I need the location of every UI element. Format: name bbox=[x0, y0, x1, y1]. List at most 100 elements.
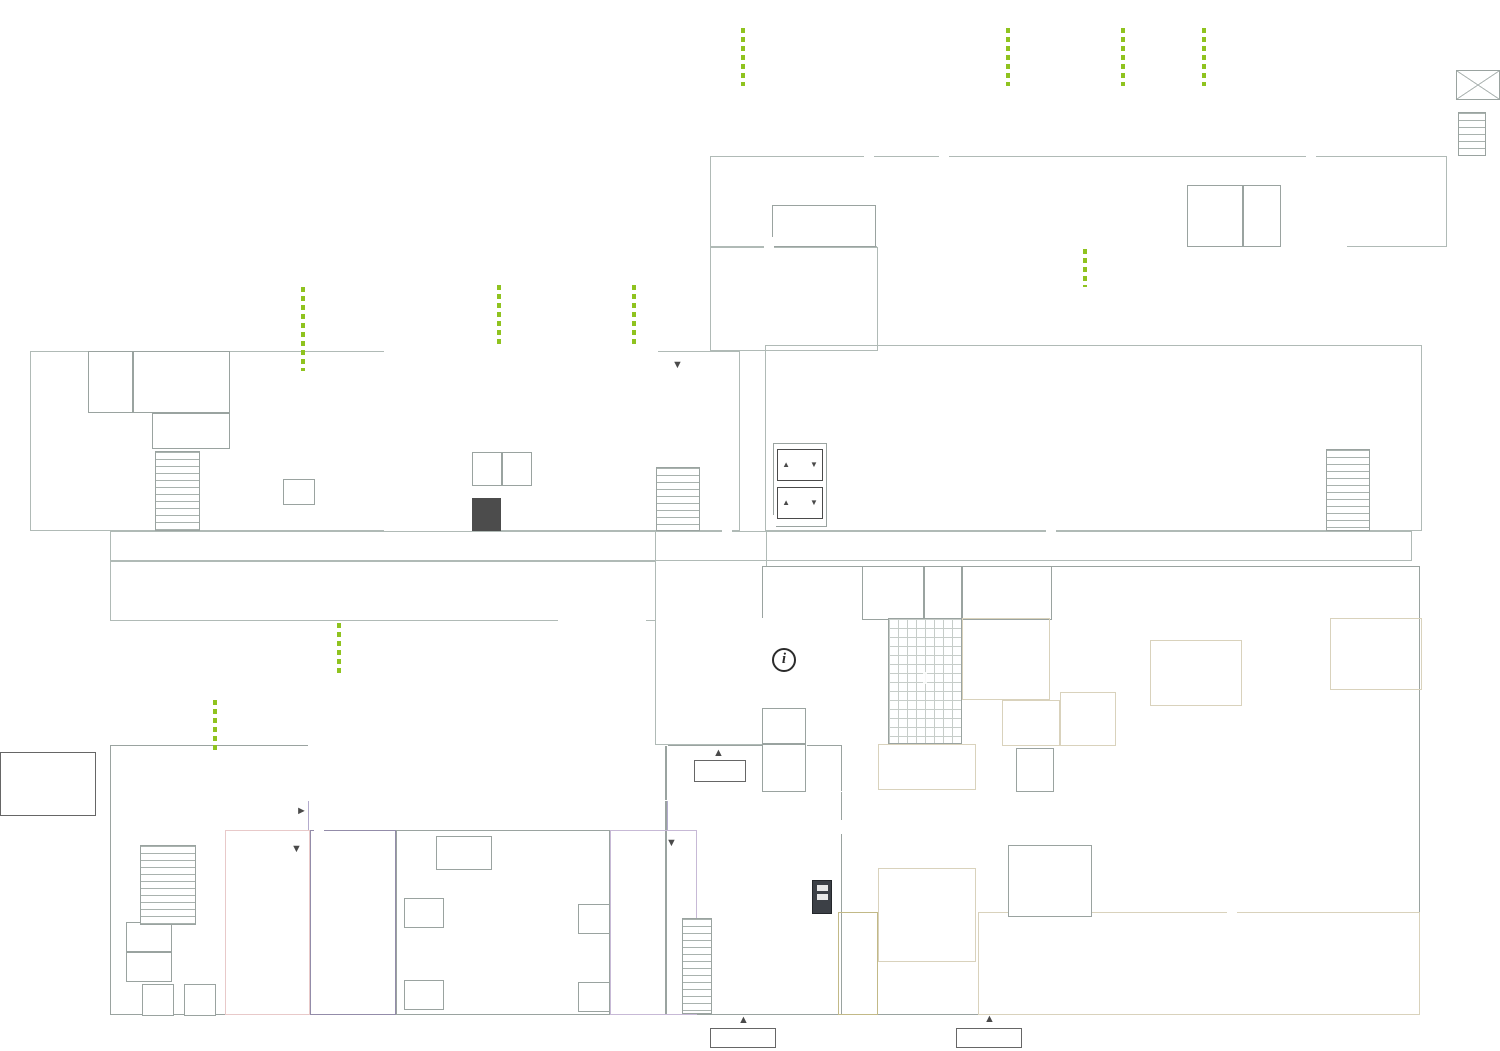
room-medical-affairs bbox=[806, 618, 888, 744]
tag-school-entrance bbox=[956, 1028, 1022, 1048]
room-khaki bbox=[838, 912, 878, 1015]
room-endoscopy bbox=[877, 185, 1149, 247]
women-restroom-icon bbox=[183, 422, 192, 440]
guest-room-3 bbox=[388, 745, 428, 801]
exit-icon bbox=[734, 986, 754, 1012]
callout-line-foyer bbox=[213, 700, 217, 752]
room-rehabilitation bbox=[720, 70, 982, 156]
person-icon bbox=[792, 458, 799, 473]
fire-extinguisher-icon bbox=[1227, 902, 1237, 916]
exit-icon bbox=[1390, 532, 1410, 558]
room-ct bbox=[1082, 70, 1174, 156]
fire-extinguisher-icon bbox=[314, 820, 324, 834]
floor-slab-east bbox=[765, 345, 1422, 531]
guest-room-7 bbox=[548, 745, 588, 801]
fire-extinguisher-icon bbox=[864, 152, 874, 166]
elevator-down-arrow: ▼ bbox=[810, 460, 818, 469]
arrow-down-icon: ▼ bbox=[291, 843, 302, 855]
person-icon bbox=[408, 846, 421, 872]
restroom-accessible-block bbox=[152, 413, 230, 449]
room-radiation-changing-2 bbox=[1314, 185, 1347, 247]
stairs bbox=[656, 467, 700, 531]
room-physio-lab bbox=[556, 351, 658, 472]
room-nursing-office bbox=[310, 830, 396, 1015]
room-school-office bbox=[1060, 692, 1116, 746]
guest-room-8 bbox=[588, 745, 628, 801]
wheelchair-icon bbox=[152, 931, 165, 944]
guest-room-9 bbox=[628, 745, 668, 801]
men-restroom-icon bbox=[171, 422, 180, 440]
callout-line-consult bbox=[337, 623, 341, 673]
restroom-block bbox=[283, 479, 315, 505]
guest-room-2 bbox=[348, 745, 388, 801]
wheelchair-icon bbox=[1207, 195, 1224, 212]
sign-nursing-entrance bbox=[0, 752, 96, 816]
room-unlabeled bbox=[772, 205, 876, 247]
arrow-up-icon: ▲ bbox=[738, 1014, 749, 1026]
men-restroom-icon bbox=[1294, 207, 1302, 223]
utility-room bbox=[472, 498, 501, 531]
room-library bbox=[962, 618, 1050, 700]
women-restroom-icon bbox=[1028, 866, 1043, 896]
room-classroom-2 bbox=[1330, 618, 1422, 690]
men-restroom-icon bbox=[514, 462, 521, 475]
exit-icon bbox=[116, 532, 136, 558]
exit-icon bbox=[1388, 798, 1408, 824]
stairs bbox=[1458, 112, 1486, 156]
wheelchair-icon bbox=[147, 961, 160, 974]
women-restroom-icon bbox=[300, 484, 308, 500]
urine-room-1 bbox=[472, 452, 502, 486]
exit-icon bbox=[130, 753, 150, 779]
guest-room-6 bbox=[508, 745, 548, 801]
fire-extinguisher-icon bbox=[843, 852, 853, 866]
restroom-accessible-block bbox=[126, 922, 172, 952]
fire-extinguisher-icon bbox=[1326, 752, 1336, 766]
tag-hospital-entrance bbox=[710, 1028, 776, 1048]
callout-line-clinical-lab bbox=[497, 285, 501, 345]
exit-icon bbox=[1413, 207, 1433, 233]
men-restroom-icon bbox=[195, 989, 206, 1011]
elevator-down-arrow: ▼ bbox=[810, 498, 818, 507]
restroom-block bbox=[578, 904, 610, 934]
person-icon bbox=[792, 496, 799, 511]
room-unlabeled bbox=[762, 744, 806, 792]
callout-line-xtv bbox=[1202, 28, 1206, 86]
elevator-up-arrow: ▲ bbox=[782, 498, 790, 507]
fire-extinguisher-icon bbox=[277, 515, 287, 529]
room-clinical-lab bbox=[472, 351, 556, 452]
fire-extinguisher-icon bbox=[766, 515, 776, 529]
arrow-up-icon: ▲ bbox=[984, 1013, 995, 1025]
bath-room bbox=[404, 898, 444, 928]
callout-line-rehabilitation bbox=[741, 28, 745, 86]
callout-line-exam bbox=[301, 287, 305, 371]
arrow-down-icon: ▼ bbox=[666, 837, 677, 849]
wheelchair-icon bbox=[898, 586, 913, 601]
vending-machine-icon bbox=[812, 880, 832, 914]
room-pharmacy bbox=[384, 351, 472, 531]
elevator-icon: ▲▼ bbox=[777, 449, 823, 481]
women-restroom-icon bbox=[1209, 214, 1221, 238]
women-restroom-icon bbox=[590, 910, 599, 928]
room-exam-3 bbox=[308, 379, 346, 431]
person-icon bbox=[801, 496, 808, 511]
room-radiation-changing-1 bbox=[1281, 185, 1314, 247]
men-restroom-icon bbox=[290, 484, 298, 500]
restroom-accessible-block bbox=[126, 952, 172, 982]
fire-extinguisher-icon bbox=[1402, 515, 1412, 529]
room-home-clinic bbox=[225, 830, 310, 1015]
bathtub-icon bbox=[410, 988, 438, 1003]
women-restroom-icon bbox=[937, 581, 949, 606]
bath-room bbox=[404, 980, 444, 1010]
guest-room-4 bbox=[428, 745, 468, 801]
room-exam-1 bbox=[232, 379, 270, 431]
restroom-block bbox=[578, 982, 610, 1012]
guest-room-1 bbox=[308, 745, 348, 801]
fire-extinguisher-icon bbox=[214, 902, 224, 916]
fire-extinguisher-icon bbox=[722, 523, 732, 537]
room-drawing bbox=[118, 562, 162, 620]
women-restroom-icon bbox=[175, 369, 188, 396]
wheelchair-icon bbox=[195, 423, 211, 439]
callout-line-ct bbox=[1121, 28, 1125, 86]
nursing-room-icon bbox=[518, 506, 527, 524]
arrow-right-icon: ► bbox=[296, 805, 307, 817]
